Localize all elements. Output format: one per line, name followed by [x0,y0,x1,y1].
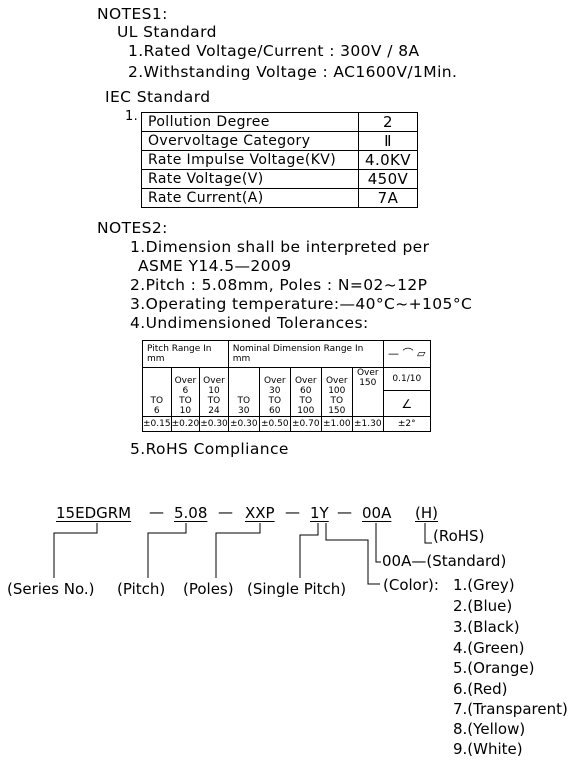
notes2-item-4: 4.Undimensioned Tolerances: [130,314,369,332]
color-item: 4.(Green) [453,639,525,657]
iec-standard-title: IEC Standard [105,88,211,106]
table-row: Pollution Degree 2 [141,112,418,132]
pn-single-pitch: 1Y [310,504,329,522]
color-item: 6.(Red) [453,680,508,698]
pn-dash: — [285,503,300,521]
pn-pitch: 5.08 [174,504,208,522]
color-item: 1.(Grey) [453,576,515,594]
ul-item-rated: 1.Rated Voltage/Current : 300V / 8A [128,42,420,60]
iec-label: Overvoltage Category [141,131,359,151]
nominal-tol: ±0.30 [227,416,260,432]
symbols-header: — ⌒ ▱ [382,340,431,368]
pn-dash: — [337,503,352,521]
table-row: Rate Current(A) 7A [141,188,418,208]
color-item: 2.(Blue) [453,597,513,615]
notes2-item-1: 1.Dimension shall be interpreted per [130,238,430,256]
angle-tol: ±2° [382,416,431,432]
flatness-value: 0.1/10 [382,366,431,392]
pn-dash: — [149,503,164,521]
notes2-item-1-cont: ASME Y14.5—2009 [138,257,292,275]
label-poles: (Poles) [183,580,234,598]
pn-std: 00A [362,504,392,522]
notes2-title: NOTES2: [97,219,168,237]
iec-value: 7A [358,188,418,208]
notes1-title: NOTES1: [97,5,168,23]
iec-table: Pollution Degree 2 Overvoltage Category … [141,112,418,208]
nominal-col: Over 30 TO 60 [258,367,291,417]
tolerance-table: Pitch Range In mm Nominal Dimension Rang… [142,340,431,432]
notes2-item-3: 3.Operating temperature:—40°C~+105°C [130,295,473,313]
nominal-range-header: Nominal Dimension Range In mm [227,340,384,368]
iec-label: Rate Current(A) [141,188,359,208]
color-item: 5.(Orange) [453,659,535,677]
table-row: TO 6 Over 6 TO 10 Over 10 TO 24 TO 30 Ov… [142,366,431,417]
pn-rohs: (H) [415,504,438,522]
color-item: 3.(Black) [453,618,520,636]
pn-poles: XXP [245,504,275,522]
notes2-item-5: 5.RoHS Compliance [130,440,289,458]
nominal-tol: ±0.70 [289,416,322,432]
ul-standard-title: UL Standard [117,23,217,41]
nominal-col: Over 60 TO 100 [289,367,322,417]
pitch-tol: ±0.15 [142,416,172,432]
nominal-tol: ±1.30 [351,416,384,432]
table-row: Rate Impulse Voltage(KV) 4.0KV [141,150,418,170]
label-single-pitch: (Single Pitch) [247,580,347,598]
label-rohs: (RoHS) [433,527,485,545]
label-color: (Color): [383,576,439,594]
pitch-col: Over 10 TO 24 [199,367,229,417]
label-series: (Series No.) [7,580,95,598]
iec-label: Pollution Degree [141,112,359,132]
table-row: Rate Voltage(V) 450V [141,169,418,189]
pn-dash: — [218,503,233,521]
iec-label: Rate Voltage(V) [141,169,359,189]
iec-value: 4.0KV [358,150,418,170]
label-standard: 00A—(Standard) [382,552,507,570]
notes2-item-2: 2.Pitch : 5.08mm, Poles : N=02~12P [130,276,428,294]
pn-series: 15EDGRM [56,504,132,522]
pitch-col: Over 6 TO 10 [170,367,201,417]
iec-item-number: 1. [125,109,139,124]
color-item: 8.(Yellow) [453,720,526,738]
table-row: ±0.15 ±0.20 ±0.30 ±0.30 ±0.50 ±0.70 ±1.0… [142,416,431,432]
table-row: Overvoltage Category Ⅱ [141,131,418,151]
ul-item-withstanding: 2.Withstanding Voltage : AC1600V/1Min. [128,63,458,81]
nominal-col: TO 30 [227,367,260,417]
color-item: 7.(Transparent) [453,700,568,718]
label-pitch: (Pitch) [117,580,166,598]
color-item: 9.(White) [453,740,523,758]
